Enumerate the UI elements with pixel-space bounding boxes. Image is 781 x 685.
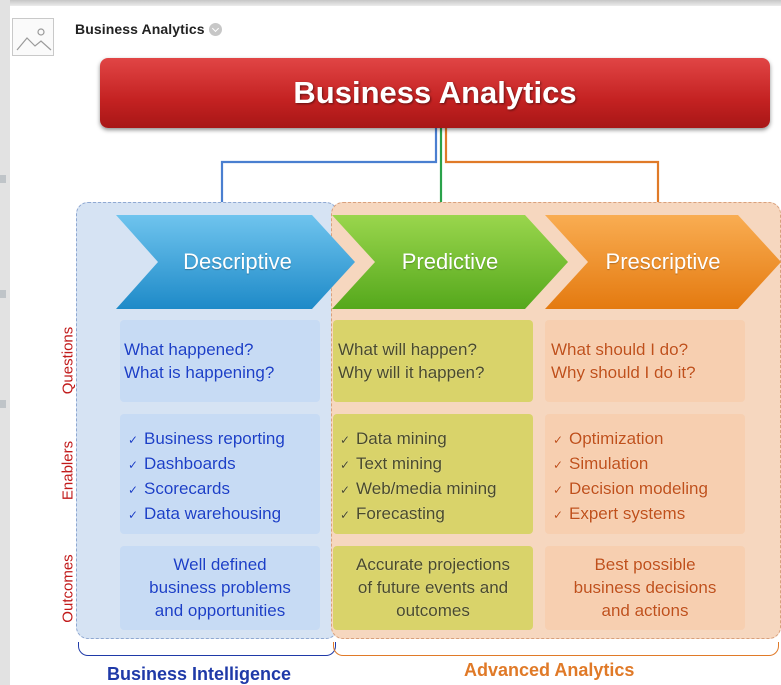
prescriptive-enablers: Optimization Simulation Decision modelin… [553, 427, 708, 527]
chevron-prescriptive [545, 215, 781, 309]
descriptive-enablers: Business reporting Dashboards Scorecards… [128, 427, 285, 527]
predictive-outcomes: Accurate projections of future events an… [333, 553, 533, 622]
predictive-questions: What will happen? Why will it happen? [338, 338, 484, 384]
list-item: Dashboards [128, 452, 285, 477]
image-thumbnail-icon[interactable] [12, 18, 54, 56]
page-title: Business Analytics [75, 21, 222, 37]
stage-label-descriptive: Descriptive [183, 249, 292, 274]
outcome-line: Best possible [594, 555, 696, 574]
question-line: What happened? [124, 340, 254, 359]
group-label-advanced-analytics: Advanced Analytics [464, 660, 635, 680]
list-item: Business reporting [128, 427, 285, 452]
outcome-line: Well defined [173, 555, 267, 574]
page-title-text: Business Analytics [75, 21, 205, 37]
list-item: Decision modeling [553, 477, 708, 502]
descriptive-outcomes: Well defined business problems and oppor… [120, 553, 320, 622]
outcome-line: business decisions [573, 578, 717, 597]
edge-mark [0, 175, 6, 183]
group-label-business-intelligence: Business Intelligence [107, 664, 292, 684]
question-line: Why should I do it? [551, 363, 696, 382]
question-line: What is happening? [124, 363, 275, 382]
prescriptive-outcomes: Best possible business decisions and act… [545, 553, 745, 622]
verified-icon [208, 23, 222, 36]
outcome-line: of future events and [357, 578, 509, 597]
stage-label-prescriptive: Prescriptive [605, 249, 721, 274]
list-item: Data mining [340, 427, 496, 452]
banner-title: Business Analytics [100, 58, 770, 128]
list-item: Text mining [340, 452, 496, 477]
list-item: Scorecards [128, 477, 285, 502]
left-edge-panel [0, 0, 10, 685]
descriptive-questions: What happened? What is happening? [124, 338, 274, 384]
edge-mark [0, 400, 6, 408]
list-item: Web/media mining [340, 477, 496, 502]
predictive-enablers: Data mining Text mining Web/media mining… [340, 427, 496, 527]
question-line: What should I do? [551, 340, 689, 359]
bi-brace [78, 642, 336, 656]
chevron-descriptive [116, 215, 355, 309]
outcome-line: and actions [601, 601, 689, 620]
outcome-line: Accurate projections [355, 555, 511, 574]
outcome-line: and opportunities [154, 601, 286, 620]
list-item: Optimization [553, 427, 708, 452]
list-item: Expert systems [553, 502, 708, 527]
question-line: What will happen? [338, 340, 477, 359]
outcome-line: outcomes [396, 601, 470, 620]
chevron-predictive [332, 215, 568, 309]
list-item: Simulation [553, 452, 708, 477]
edge-mark [0, 290, 6, 298]
question-line: Why will it happen? [338, 363, 485, 382]
outcome-line: business problems [149, 578, 291, 597]
aa-brace [333, 642, 779, 656]
stage-label-predictive: Predictive [401, 249, 499, 274]
window-top-shade [0, 0, 781, 6]
list-item: Forecasting [340, 502, 496, 527]
prescriptive-questions: What should I do? Why should I do it? [551, 338, 696, 384]
list-item: Data warehousing [128, 502, 285, 527]
